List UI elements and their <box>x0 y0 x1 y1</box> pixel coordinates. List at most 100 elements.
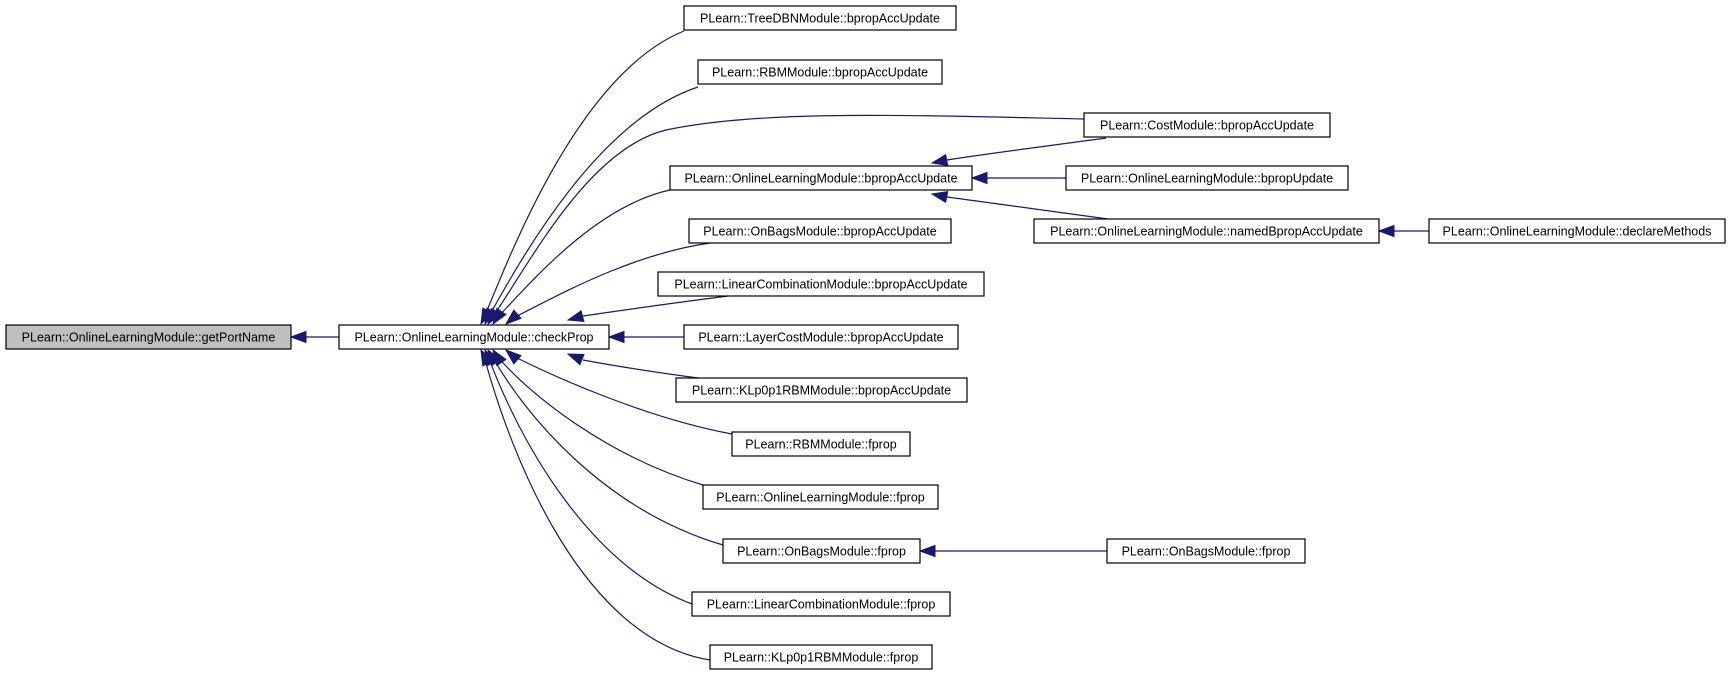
edge-klp_bpau-to-checkProp <box>566 353 699 379</box>
node-olm_namedBpau[interactable]: PLearn::OnlineLearningModule::namedBprop… <box>1033 218 1380 244</box>
node-label: PLearn::LinearCombinationModule::bpropAc… <box>674 278 967 292</box>
edge-line <box>491 114 1085 319</box>
node-label: PLearn::TreeDBNModule::bpropAccUpdate <box>700 12 940 26</box>
node-label: PLearn::OnlineLearningModule::declareMet… <box>1443 225 1712 239</box>
arrowhead <box>289 330 307 344</box>
edge-line <box>582 359 699 379</box>
arrowhead <box>566 353 585 366</box>
arrowhead <box>504 349 522 365</box>
node-treedbn_bpau[interactable]: PLearn::TreeDBNModule::bpropAccUpdate <box>683 5 957 31</box>
node-olm_fprop[interactable]: PLearn::OnlineLearningModule::fprop <box>702 484 939 510</box>
node-olm_declareMethods[interactable]: PLearn::OnlineLearningModule::declareMet… <box>1428 218 1726 244</box>
edge-olm_bpropUpdate-to-olm_bpau <box>970 171 1066 185</box>
edge-onbags_fprop2-to-onbags_fprop <box>918 544 1107 558</box>
node-onbags_bpau[interactable]: PLearn::OnBagsModule::bpropAccUpdate <box>688 218 952 244</box>
node-label: PLearn::RBMModule::bpropAccUpdate <box>712 66 928 80</box>
node-box[interactable] <box>731 431 911 457</box>
node-label: PLearn::RBMModule::fprop <box>745 438 897 452</box>
node-lincomb_fprop[interactable]: PLearn::LinearCombinationModule::fprop <box>691 591 951 617</box>
node-layercost_bpau[interactable]: PLearn::LayerCostModule::bpropAccUpdate <box>683 324 959 350</box>
node-box[interactable] <box>1428 218 1726 244</box>
edge-line <box>483 30 685 319</box>
node-box[interactable] <box>688 218 952 244</box>
node-klp_bpau[interactable]: PLearn::KLp0p1RBMModule::bpropAccUpdate <box>675 377 968 403</box>
node-label: PLearn::LinearCombinationModule::fprop <box>707 598 936 612</box>
edge-olm_fprop-to-checkProp <box>492 348 704 486</box>
edge-line <box>496 189 671 319</box>
edge-line <box>512 242 711 319</box>
node-box[interactable] <box>1033 218 1380 244</box>
node-cost_bpau[interactable]: PLearn::CostModule::bpropAccUpdate <box>1083 112 1331 138</box>
node-box[interactable] <box>338 324 610 350</box>
edge-lincomb_fprop-to-checkProp <box>484 348 693 605</box>
edge-olm_namedBpau-to-olm_bpau <box>930 190 1109 220</box>
node-label: PLearn::OnlineLearningModule::getPortNam… <box>22 331 276 345</box>
node-box[interactable] <box>702 484 939 510</box>
arrowhead <box>492 307 507 326</box>
node-box[interactable] <box>691 591 951 617</box>
node-rbm_fprop[interactable]: PLearn::RBMModule::fprop <box>731 431 911 457</box>
edge-rbm_fprop-to-checkProp <box>504 349 733 435</box>
edge-olm_declareMethods-to-olm_namedBpau <box>1377 224 1429 238</box>
node-label: PLearn::OnBagsModule::fprop <box>1122 545 1291 559</box>
node-label: PLearn::OnBagsModule::fprop <box>737 545 906 559</box>
edge-line <box>496 355 704 486</box>
node-label: PLearn::OnBagsModule::bpropAccUpdate <box>703 225 937 239</box>
node-label: PLearn::OnlineLearningModule::namedBprop… <box>1050 225 1363 239</box>
node-onbags_fprop2[interactable]: PLearn::OnBagsModule::fprop <box>1106 538 1306 564</box>
node-olm_bpau[interactable]: PLearn::OnlineLearningModule::bpropAccUp… <box>669 165 973 191</box>
node-label: PLearn::LayerCostModule::bpropAccUpdate <box>698 331 943 345</box>
arrowhead <box>504 309 522 325</box>
arrowhead <box>930 190 949 204</box>
edge-line <box>946 196 1109 220</box>
edge-lincomb_bpau-to-checkProp <box>566 295 729 323</box>
node-box[interactable] <box>1065 165 1349 191</box>
node-checkProp[interactable]: PLearn::OnlineLearningModule::checkProp <box>338 324 610 350</box>
edge-line <box>582 295 729 317</box>
node-box[interactable] <box>1083 112 1331 138</box>
node-getPortName: PLearn::OnlineLearningModule::getPortNam… <box>5 324 292 350</box>
node-label: PLearn::KLp0p1RBMModule::fprop <box>724 651 919 665</box>
nodes-layer: PLearn::OnlineLearningModule::getPortNam… <box>5 5 1726 670</box>
edge-line <box>491 355 724 546</box>
node-label: PLearn::CostModule::bpropAccUpdate <box>1100 119 1314 133</box>
node-label: PLearn::OnlineLearningModule::fprop <box>716 491 925 505</box>
edge-line <box>487 86 699 319</box>
node-label: PLearn::OnlineLearningModule::bpropUpdat… <box>1081 172 1333 186</box>
node-label: PLearn::OnlineLearningModule::checkProp <box>354 331 593 345</box>
node-label: PLearn::OnlineLearningModule::bpropAccUp… <box>684 172 957 186</box>
edge-line <box>512 355 733 435</box>
node-box[interactable] <box>683 324 959 350</box>
edge-line <box>487 355 693 605</box>
arrowhead <box>1377 224 1395 238</box>
edge-checkProp-to-getPortName <box>289 330 339 344</box>
node-box[interactable] <box>722 538 921 564</box>
node-rbm_bpau[interactable]: PLearn::RBMModule::bpropAccUpdate <box>697 59 943 85</box>
arrowhead <box>930 153 949 167</box>
node-box[interactable] <box>697 59 943 85</box>
edge-onbags_bpau-to-checkProp <box>504 242 711 325</box>
node-onbags_fprop[interactable]: PLearn::OnBagsModule::fprop <box>722 538 921 564</box>
edge-olm_bpau-to-checkProp <box>492 189 671 326</box>
arrowhead <box>607 330 625 344</box>
edge-klp_fprop-to-checkProp <box>480 348 711 661</box>
node-box[interactable] <box>1106 538 1306 564</box>
node-box[interactable] <box>657 271 985 297</box>
node-label: PLearn::KLp0p1RBMModule::bpropAccUpdate <box>692 384 951 398</box>
edge-treedbn_bpau-to-checkProp <box>480 30 685 326</box>
arrowhead <box>566 310 585 323</box>
node-lincomb_bpau[interactable]: PLearn::LinearCombinationModule::bpropAc… <box>657 271 985 297</box>
arrowhead <box>480 348 494 367</box>
edge-line <box>483 355 711 661</box>
node-olm_bpropUpdate[interactable]: PLearn::OnlineLearningModule::bpropUpdat… <box>1065 165 1349 191</box>
node-box[interactable] <box>675 377 968 403</box>
node-box[interactable] <box>709 644 933 670</box>
edges-layer <box>289 30 1429 661</box>
node-klp_fprop[interactable]: PLearn::KLp0p1RBMModule::fprop <box>709 644 933 670</box>
node-box[interactable] <box>683 5 957 31</box>
arrowhead <box>970 171 988 185</box>
node-box <box>5 324 292 350</box>
edge-line <box>946 137 1107 161</box>
node-box[interactable] <box>669 165 973 191</box>
